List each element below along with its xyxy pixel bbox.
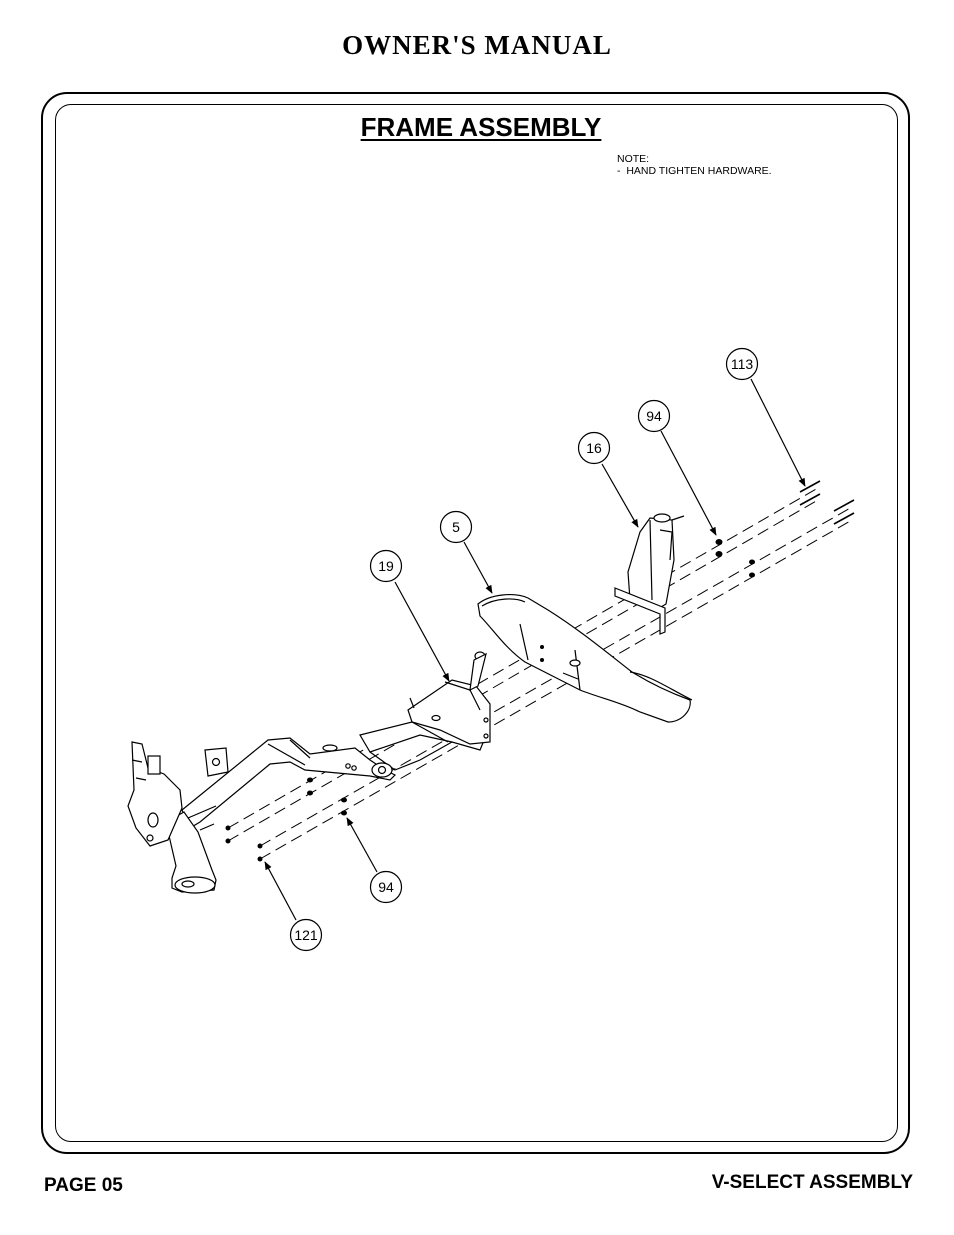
callout-label: 94 bbox=[646, 408, 662, 424]
leader-lines bbox=[264, 378, 806, 921]
callout-label: 19 bbox=[378, 558, 394, 574]
page-frame-outer bbox=[41, 92, 910, 1154]
callout-label: 5 bbox=[452, 519, 460, 535]
callout-5: 5 bbox=[439, 510, 473, 544]
callout-label: 121 bbox=[294, 927, 318, 943]
callout-label: 113 bbox=[731, 356, 754, 372]
main-frame-part-5 bbox=[477, 594, 693, 723]
rear-frame-assembly bbox=[127, 719, 486, 894]
assembly-note: NOTE: - HAND TIGHTEN HARDWARE. bbox=[617, 153, 772, 177]
callout-19: 19 bbox=[369, 549, 403, 583]
alignment-lines bbox=[227, 487, 853, 860]
section-title: FRAME ASSEMBLY bbox=[360, 112, 602, 142]
manual-title: OWNER'S MANUAL bbox=[342, 30, 612, 60]
page-frame-inner bbox=[55, 104, 898, 1142]
nuts-part-121 bbox=[225, 825, 263, 862]
bolts-part-113 bbox=[799, 480, 855, 525]
front-bracket-part-16 bbox=[614, 513, 685, 635]
product-name: V-SELECT ASSEMBLY bbox=[711, 1172, 913, 1193]
callout-94-bottom: 94 bbox=[369, 870, 403, 904]
callout-121: 121 bbox=[289, 918, 323, 952]
callout-94-top: 94 bbox=[637, 399, 671, 433]
callout-113: 113 bbox=[725, 347, 759, 381]
washers-part-94 bbox=[307, 539, 755, 816]
rear-plate-part-19 bbox=[407, 651, 491, 745]
callout-label: 94 bbox=[378, 879, 394, 895]
callout-label: 16 bbox=[586, 440, 602, 456]
callout-16: 16 bbox=[577, 431, 611, 465]
page-number: PAGE 05 bbox=[44, 1175, 123, 1196]
callout-balloons: 113 94 16 5 19 94 121 bbox=[289, 347, 759, 952]
